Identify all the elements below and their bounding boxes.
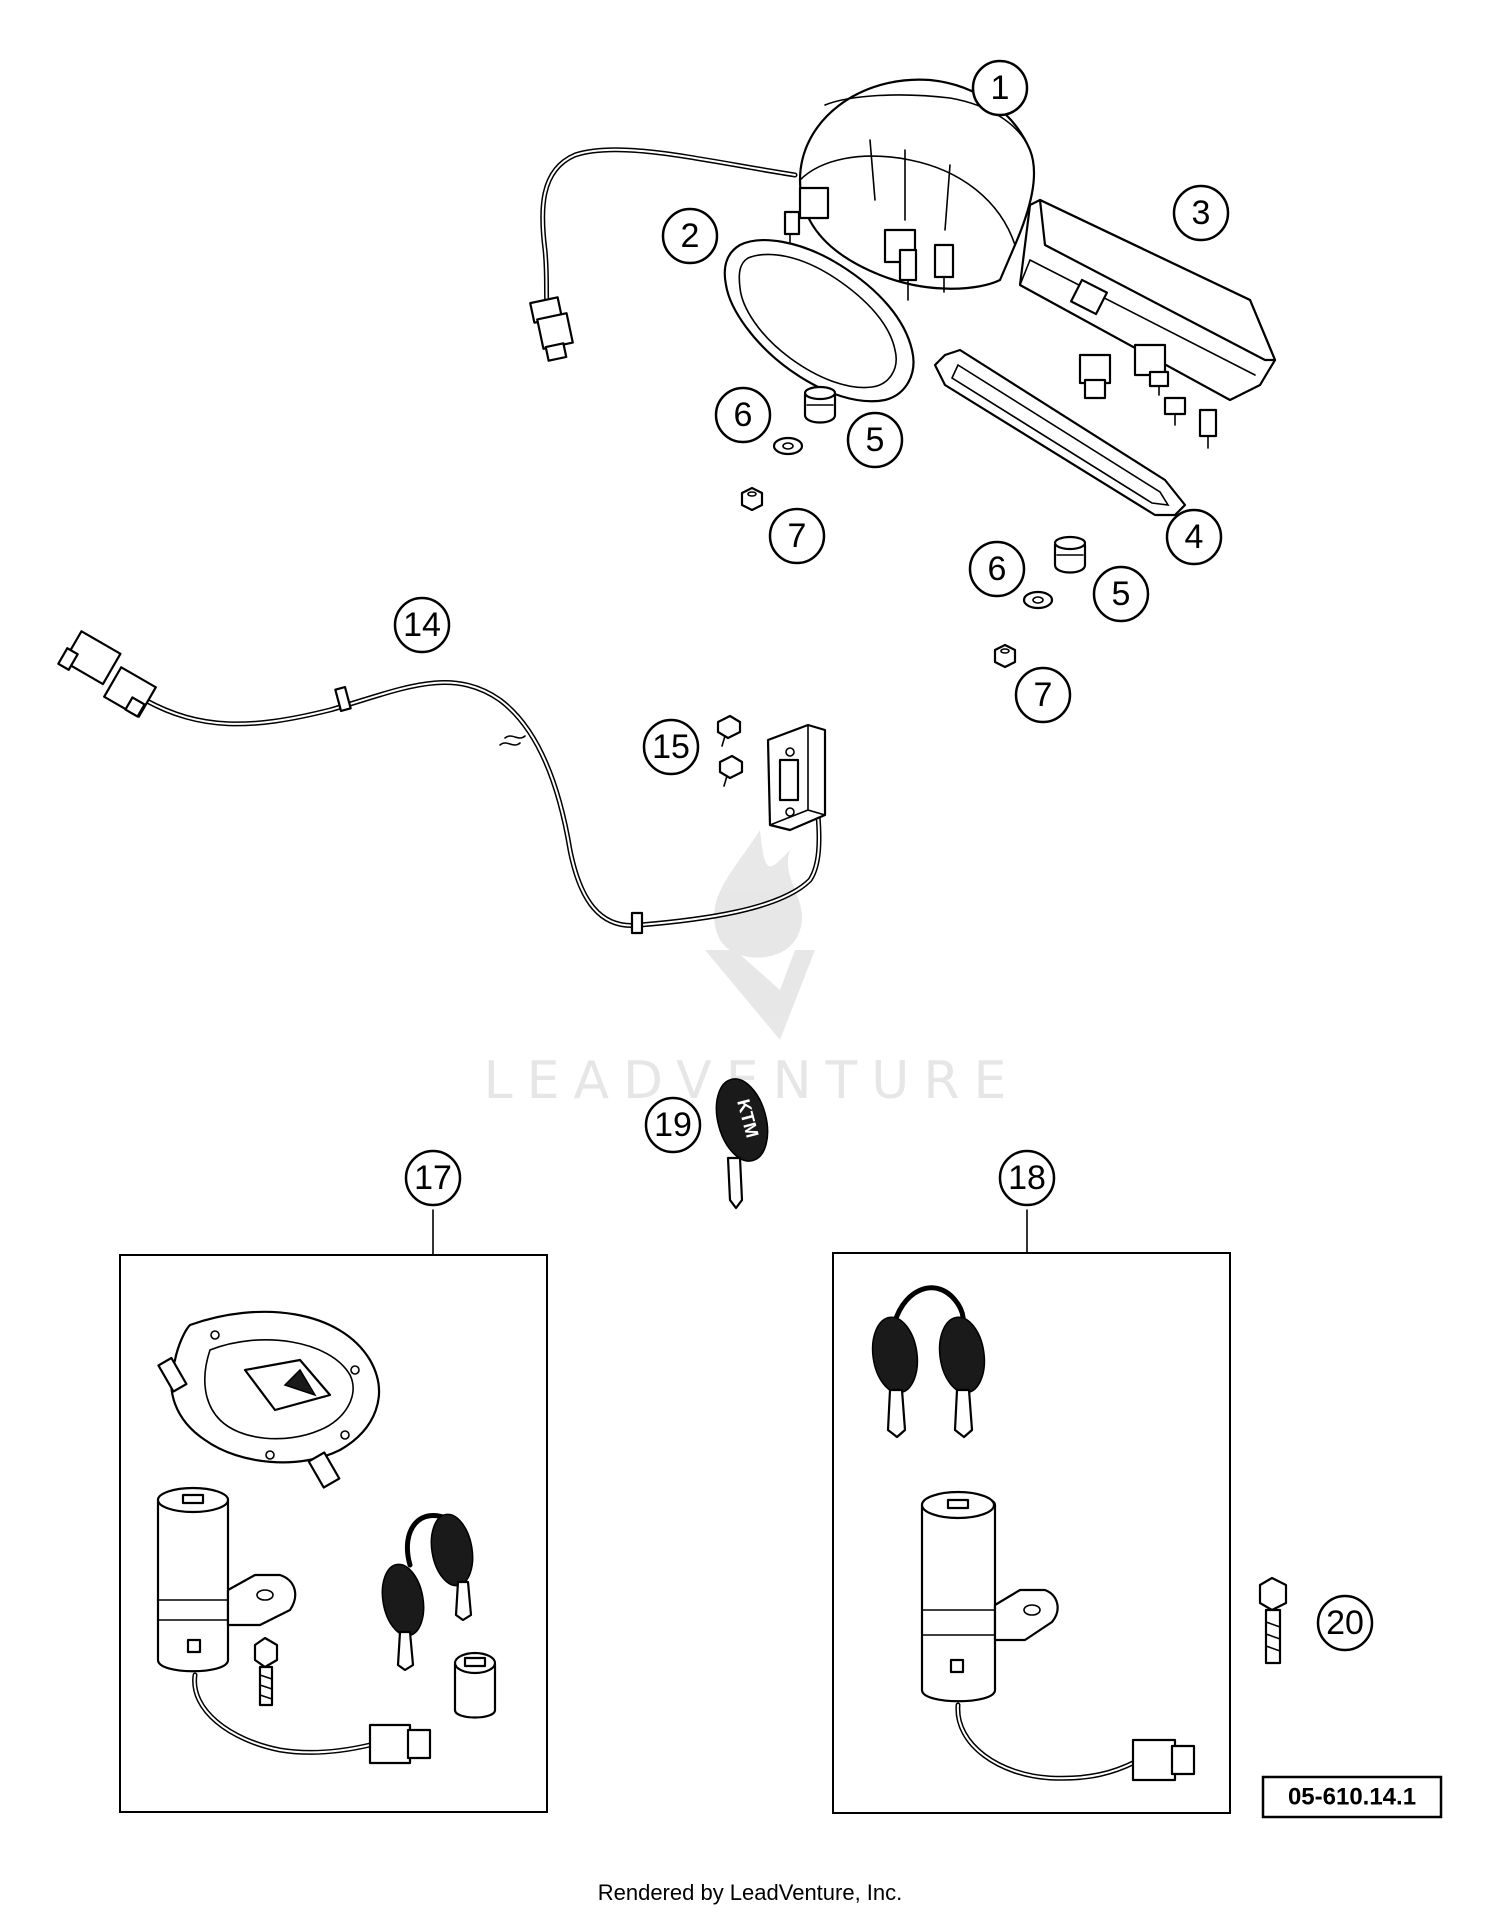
callout-7-lower: 7 [1014,666,1072,724]
callout-4: 4 [1165,508,1223,566]
rubber-grommet-left [803,385,837,424]
svg-text:5: 5 [1112,575,1131,613]
callout-6-lower: 6 [968,540,1026,598]
svg-text:7: 7 [1034,676,1053,714]
screw-20 [1258,1576,1288,1665]
washer-left [772,436,804,456]
callout-19: 19 [644,1096,702,1154]
display-unit [1018,198,1277,449]
callout-20: 20 [1316,1594,1374,1652]
screw-upper [716,714,742,747]
svg-text:17: 17 [414,1159,452,1197]
callout-3: 3 [1172,184,1230,242]
svg-text:5: 5 [866,421,885,459]
callout-7-upper: 7 [768,507,826,565]
svg-text:7: 7 [788,517,807,555]
reference-code: 05-610.14.1 [1261,1775,1443,1819]
svg-text:15: 15 [652,728,690,766]
nut-left [740,486,764,512]
watermark-logo [705,830,815,1040]
svg-text:18: 18 [1008,1159,1046,1197]
svg-text:6: 6 [734,396,753,434]
nut-right [993,643,1017,669]
footer-credit: Rendered by LeadVenture, Inc. [598,1880,903,1905]
svg-text:1: 1 [991,69,1010,107]
callout-5-upper: 5 [846,411,904,469]
key: KTM [715,1078,769,1210]
watermark: LEADVENTURE [484,830,1006,1111]
callout-6-upper: 6 [714,386,772,444]
instrument-gasket [723,239,915,403]
svg-text:2: 2 [681,217,700,255]
washer-right [1022,590,1054,610]
svg-text:3: 3 [1192,194,1211,232]
callout-1: 1 [971,59,1029,117]
ignition-switch-kit-box [832,1209,1231,1814]
instrument-unit [529,78,1036,362]
callout-15: 15 [642,718,700,776]
svg-text:6: 6 [988,550,1007,588]
svg-text:20: 20 [1326,1604,1364,1642]
speed-sensor-cable [57,630,822,935]
callout-18: 18 [998,1149,1056,1207]
ignition-lock-kit-box [119,1209,548,1813]
callout-5-lower: 5 [1092,565,1150,623]
svg-text:4: 4 [1185,518,1204,556]
sensor-holder [766,723,827,832]
callout-14: 14 [393,596,451,654]
callout-17: 17 [404,1149,462,1207]
rubber-grommet-right [1053,535,1087,574]
screw-lower [718,754,744,787]
svg-text:14: 14 [403,606,441,644]
reference-code-text: 05-610.14.1 [1288,1784,1416,1811]
display-gasket [933,348,1187,517]
callout-2: 2 [661,207,719,265]
svg-text:19: 19 [654,1106,692,1144]
